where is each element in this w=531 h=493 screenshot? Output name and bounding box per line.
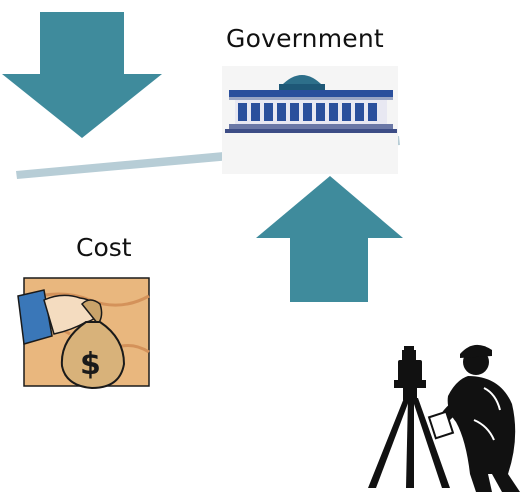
money-bag-icon: $: [17, 277, 150, 390]
arrow-down-icon: [2, 12, 162, 138]
surveyor-icon: [368, 344, 520, 492]
arrow-up-icon: [256, 176, 403, 302]
svg-text:$: $: [80, 347, 101, 382]
cost-label: Cost: [76, 233, 132, 262]
government-label: Government: [226, 24, 384, 53]
government-building-icon: [222, 66, 398, 174]
